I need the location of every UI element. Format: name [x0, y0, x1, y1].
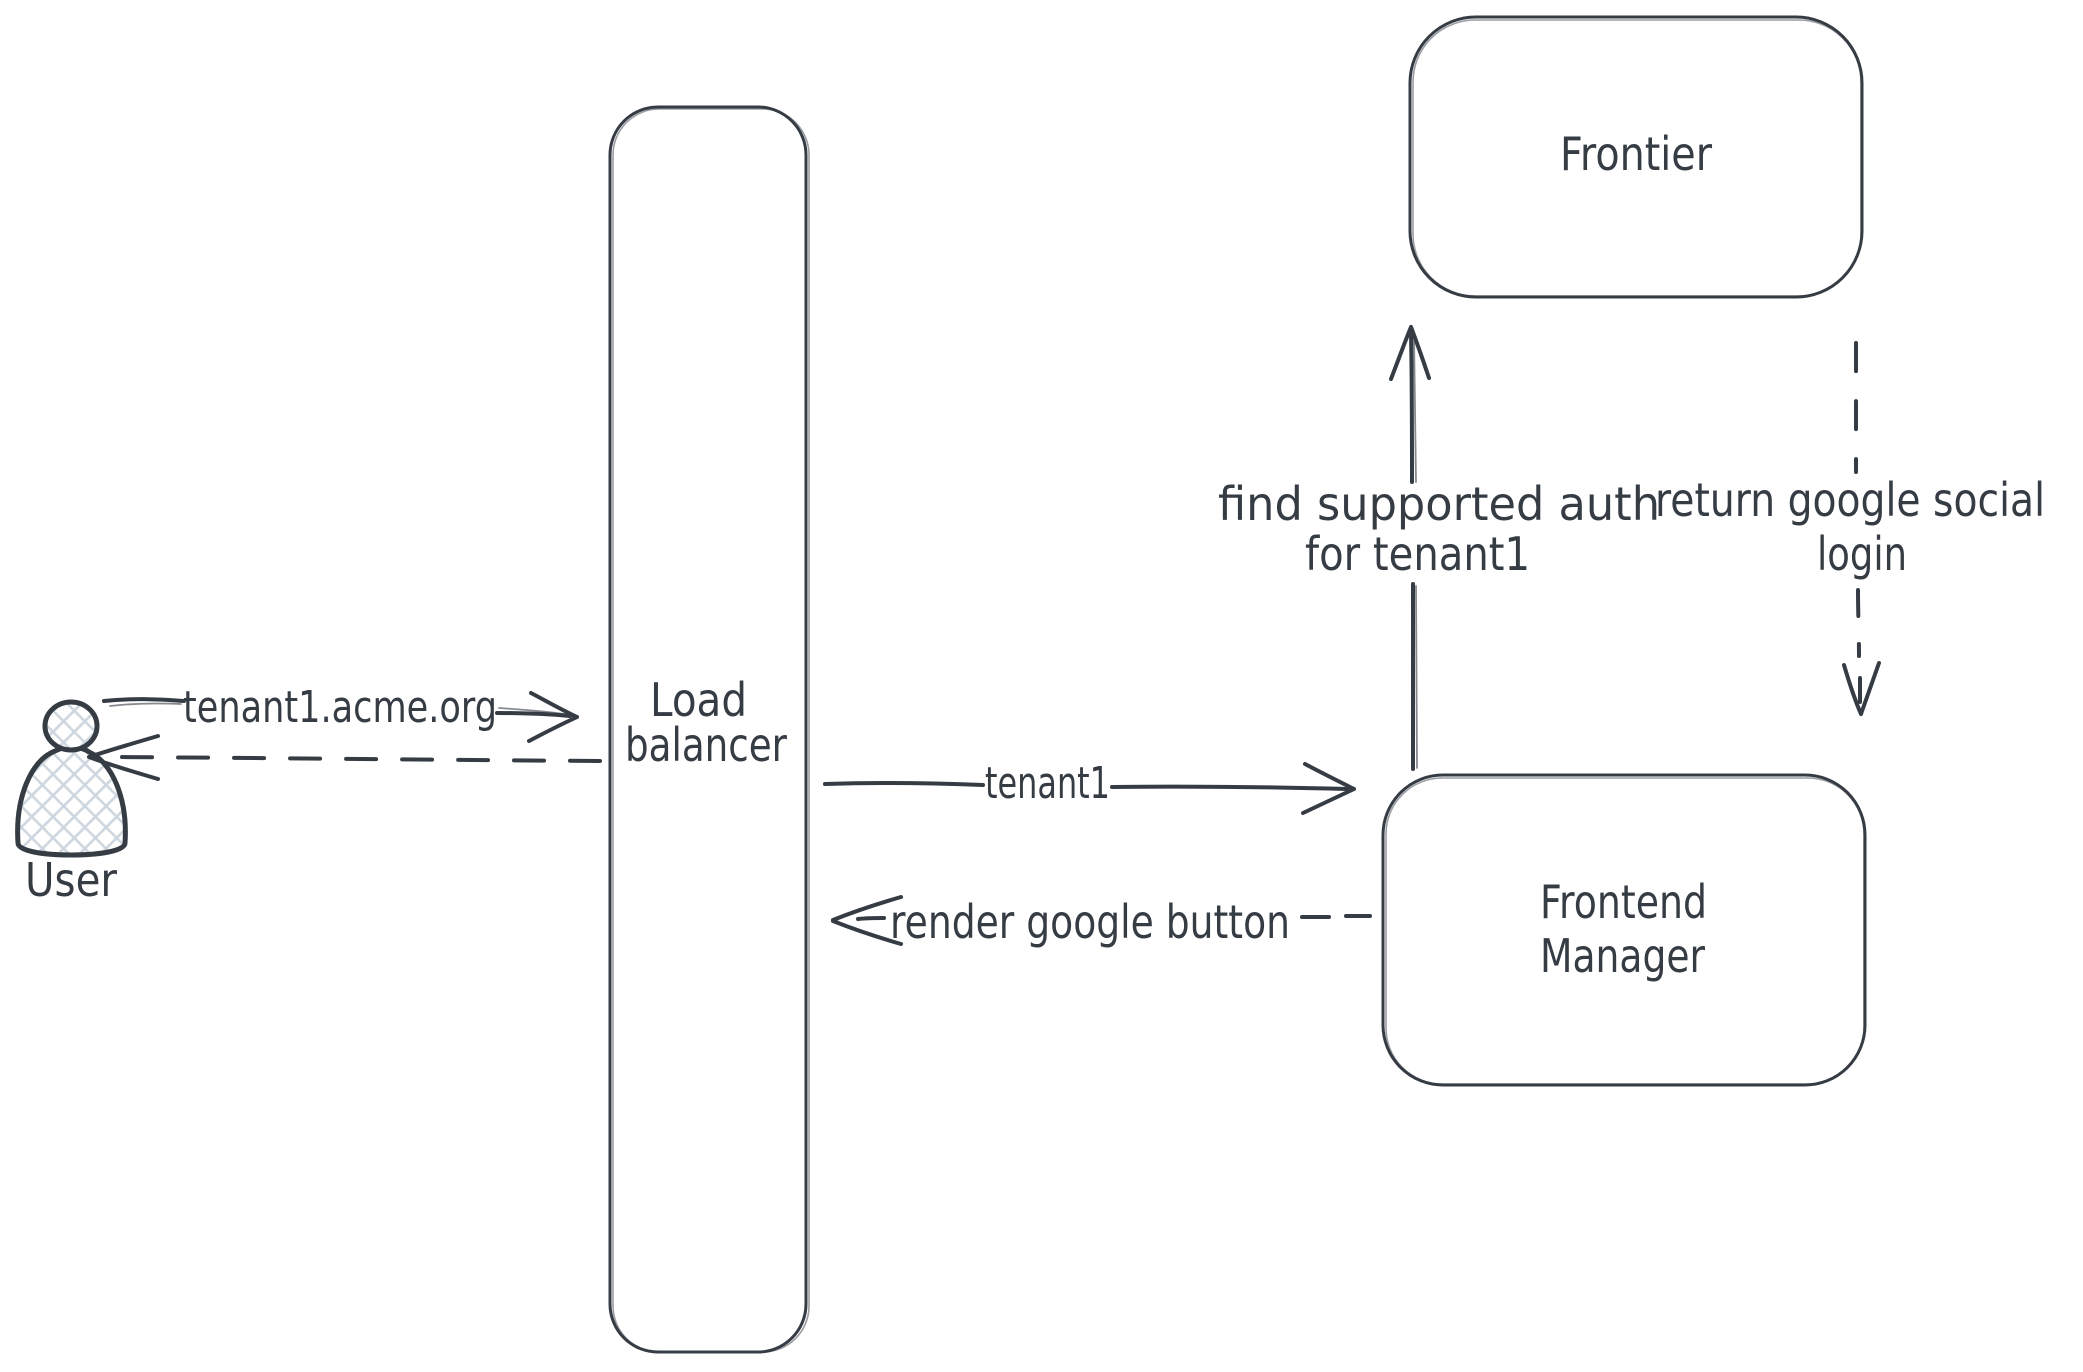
edge-lb-to-fm-line-right	[1110, 784, 1350, 791]
node-label-load-balancer-line2: balancer	[625, 718, 787, 772]
edge-user-to-lb-line-left	[102, 697, 186, 703]
node-frontend-manager-box	[1381, 773, 1867, 1087]
user-head	[42, 699, 100, 753]
edge-lb-to-fm	[823, 762, 1356, 815]
edge-lb-to-fm-arrowhead	[1301, 762, 1356, 815]
node-label-frontend-manager-line1: Frontend	[1540, 875, 1707, 929]
node-label-frontend-manager-line2: Manager	[1540, 929, 1705, 983]
edge-user-to-lb-arrowhead	[527, 691, 579, 743]
edge-fm-to-lb-dash-left	[856, 916, 886, 921]
edge-frontier-to-fm-arrowhead	[1842, 661, 1881, 716]
user-actor-icon	[15, 699, 128, 858]
edge-fm-to-lb-dashes-right	[1300, 914, 1372, 919]
edge-label-fm-to-lb: render google button	[890, 895, 1290, 949]
edge-fm-to-frontier-line-upper	[1409, 330, 1414, 484]
edge-label-lb-to-fm: tenant1	[985, 758, 1110, 809]
node-label-user: User	[25, 853, 117, 907]
edge-label-fm-to-frontier-line2: for tenant1	[1305, 527, 1530, 581]
node-frontier-box	[1408, 15, 1864, 299]
edge-user-to-lb	[102, 691, 579, 743]
edge-lb-to-user-arrowhead	[87, 734, 160, 781]
edge-fm-to-lb-arrowhead	[831, 895, 903, 946]
edge-user-to-lb-line-right-sketch	[498, 707, 573, 716]
node-label-load-balancer-line1: Load	[650, 673, 747, 727]
edge-frontier-to-fm	[1842, 341, 1881, 716]
edge-fm-to-frontier-line-upper-sketch	[1413, 334, 1417, 483]
edge-lb-to-fm-line-left	[823, 780, 985, 787]
node-label-frontier: Frontier	[1560, 127, 1712, 181]
edge-fm-to-frontier	[1389, 325, 1431, 771]
edge-label-user-to-lb: tenant1.acme.org	[183, 682, 497, 733]
edge-frontier-to-fm-line-lower	[1856, 588, 1861, 658]
edge-fm-to-frontier-line-lower-sketch	[1415, 585, 1418, 769]
edge-fm-to-frontier-arrowhead	[1389, 325, 1431, 381]
edge-fm-to-lb	[831, 895, 1372, 946]
edge-user-to-lb-line-left-sketch	[109, 702, 182, 707]
edge-user-to-lb-line-right	[495, 711, 572, 718]
edge-label-frontier-to-fm-line2: login	[1817, 527, 1907, 581]
edge-label-frontier-to-fm-line1: return google social	[1655, 473, 2045, 527]
user-body	[15, 745, 128, 858]
node-frontier-box-sketch	[1412, 19, 1862, 297]
node-load-balancer-box-sketch	[612, 108, 810, 1353]
edge-label-fm-to-frontier-line1: find supported auth	[1218, 477, 1660, 531]
node-frontend-manager-box-sketch	[1385, 777, 1865, 1085]
edge-lb-to-user-line	[110, 755, 602, 763]
edge-lb-to-user	[87, 734, 602, 781]
